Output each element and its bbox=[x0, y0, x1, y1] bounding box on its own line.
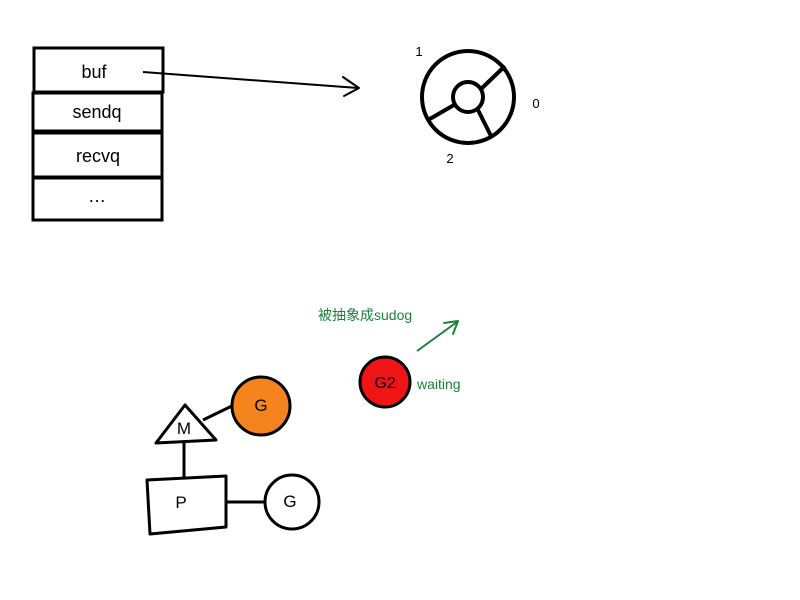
ring-slot-label-1: 1 bbox=[415, 44, 422, 59]
hchan-field-more: … bbox=[31, 176, 164, 222]
sudog-annotation-arrow bbox=[416, 320, 459, 352]
hchan-field-more-label: … bbox=[88, 186, 106, 206]
ring-slot-label-0: 0 bbox=[532, 96, 539, 111]
buf-pointer-arrow bbox=[142, 71, 360, 97]
waiting-goroutine-label: G2 bbox=[374, 375, 395, 392]
ring-slot-label-2: 2 bbox=[446, 151, 453, 166]
goroutine-queued-label: G bbox=[283, 492, 296, 511]
goroutine-running-label: G bbox=[254, 396, 267, 415]
ring-buffer: 1 0 2 bbox=[415, 44, 539, 166]
sudog-annotation-text: 被抽象成sudog bbox=[318, 307, 412, 323]
waiting-state-label: waiting bbox=[416, 376, 461, 392]
processor-p-label: P bbox=[175, 493, 186, 512]
machine-m: M bbox=[154, 403, 218, 445]
hchan-field-recvq-label: recvq bbox=[76, 146, 120, 166]
processor-p: P bbox=[145, 474, 228, 536]
hchan-field-sendq-label: sendq bbox=[72, 102, 121, 122]
sudog-annotation: 被抽象成sudog bbox=[318, 307, 459, 352]
waiting-goroutine: G2 waiting bbox=[358, 355, 461, 409]
hchan-field-buf: buf bbox=[32, 46, 165, 94]
hchan-struct: buf sendq recvq … bbox=[31, 46, 165, 222]
machine-m-label: M bbox=[177, 419, 191, 438]
gmp-scheduler: M G P G bbox=[145, 375, 321, 536]
hchan-field-buf-label: buf bbox=[81, 62, 107, 82]
hchan-field-sendq: sendq bbox=[31, 91, 164, 133]
goroutine-running: G bbox=[230, 375, 292, 437]
goroutine-queued: G bbox=[263, 473, 321, 531]
hchan-field-recvq: recvq bbox=[31, 131, 164, 179]
